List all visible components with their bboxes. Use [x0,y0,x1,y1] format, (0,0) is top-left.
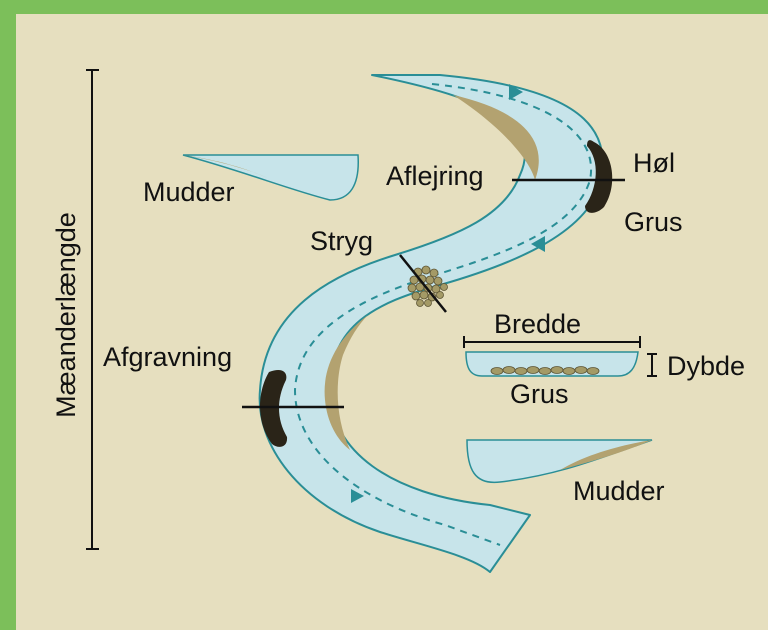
gravel-label-section: Grus [510,379,569,409]
meander-length-label: Mæanderlængde [51,212,81,418]
mud-label-top: Mudder [143,177,235,207]
riffle-label: Stryg [310,226,373,256]
deposition-label: Aflejring [386,161,484,191]
depth-label: Dybde [667,351,745,381]
diagram-background [16,14,768,630]
erosion-label: Afgravning [103,342,232,372]
width-label: Bredde [494,309,581,339]
section-gravel [491,367,599,375]
gravel-label-bend: Grus [624,207,683,237]
pool-label: Høl [633,148,675,178]
mud-label-bottom: Mudder [573,476,665,506]
riffle-cross-section [464,336,657,376]
